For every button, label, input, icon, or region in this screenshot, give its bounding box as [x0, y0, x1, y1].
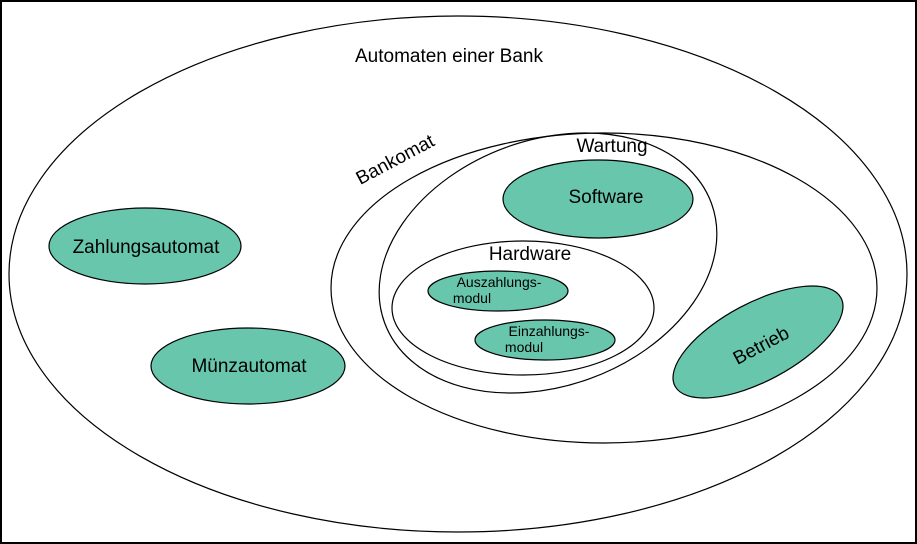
outer-label: Automaten einer Bank [355, 46, 544, 67]
muenzautomat-node [150, 327, 346, 405]
muenzautomat-label: Münzautomat [191, 356, 307, 377]
software-label: Software [569, 187, 644, 208]
einzahlungsmodul-label-line1: Einzahlungs- [509, 323, 590, 339]
bankomat-label: Bankomat [353, 130, 439, 189]
bankomat-ellipse [330, 132, 878, 444]
wartung-ellipse [378, 132, 718, 394]
hardware-label: Hardware [489, 244, 571, 265]
software-node [502, 159, 694, 239]
zahlungsautomat-label: Zahlungsautomat [73, 237, 221, 258]
zahlungsautomat-node [48, 207, 242, 285]
wartung-label: Wartung [576, 136, 647, 157]
auszahlungsmodul-label-line2: modul [453, 290, 491, 306]
einzahlungsmodul-node [474, 319, 616, 361]
einzahlungsmodul-label-line2: modul [505, 339, 543, 355]
betrieb-node [672, 285, 844, 399]
auszahlungsmodul-node [427, 270, 569, 312]
outer-ellipse-automaten [8, 15, 908, 533]
auszahlungsmodul-label-line1: Auszahlungs- [457, 274, 542, 290]
hardware-ellipse [391, 240, 655, 376]
